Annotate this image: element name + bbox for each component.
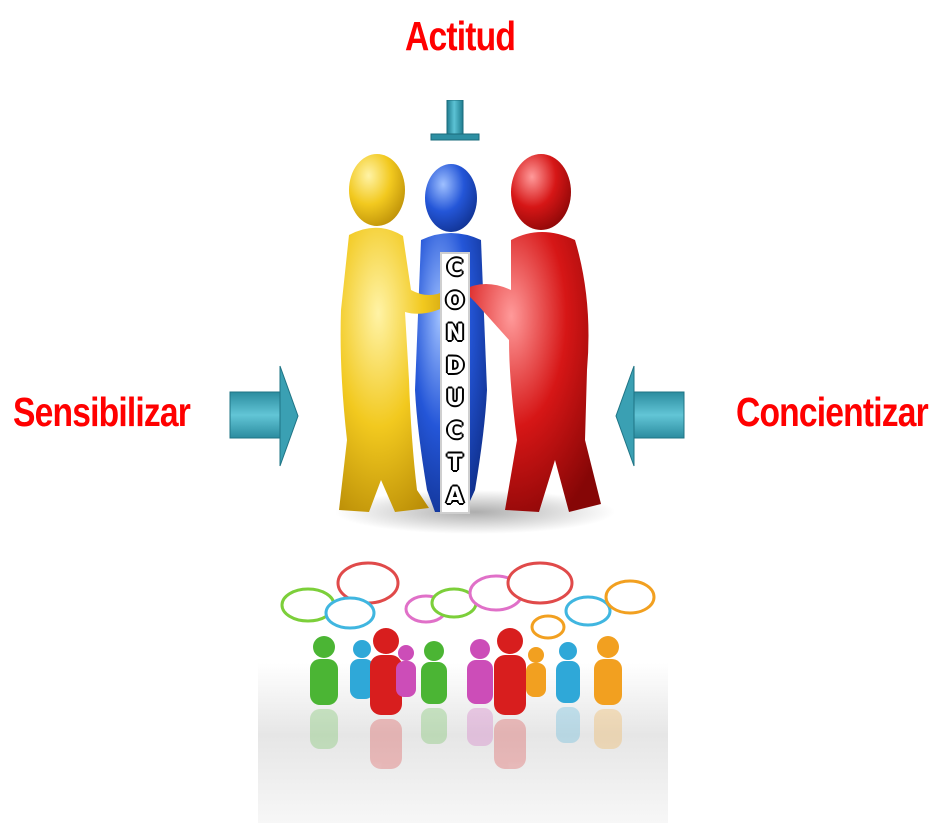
- conducta-letter: C: [446, 256, 464, 281]
- conducta-vertical-label: C O N D U C T A: [440, 252, 470, 514]
- conducta-letter: A: [446, 483, 464, 509]
- conducta-letter: T: [447, 451, 463, 477]
- crowd-reflections: [310, 707, 622, 769]
- conducta-letter: U: [446, 386, 464, 412]
- conducta-letter: N: [445, 321, 465, 347]
- three-figures-handshake-illustration: [335, 154, 615, 534]
- label-concientizar: Concientizar: [736, 389, 929, 435]
- yellow-figure: [339, 154, 451, 512]
- arrow-left-icon: [615, 365, 685, 467]
- label-actitud: Actitud: [405, 13, 516, 59]
- red-figure: [463, 154, 601, 512]
- conducta-letter: O: [445, 288, 465, 314]
- crowd-speech-bubbles-illustration: [258, 561, 668, 823]
- arrow-right-icon: [229, 365, 299, 467]
- conducta-letter: C: [446, 418, 464, 444]
- conducta-letter: D: [445, 353, 465, 379]
- speech-bubbles: [280, 561, 656, 640]
- arrow-down-icon: [430, 100, 480, 141]
- label-sensibilizar: Sensibilizar: [13, 389, 191, 435]
- crowd-figures: [310, 628, 622, 715]
